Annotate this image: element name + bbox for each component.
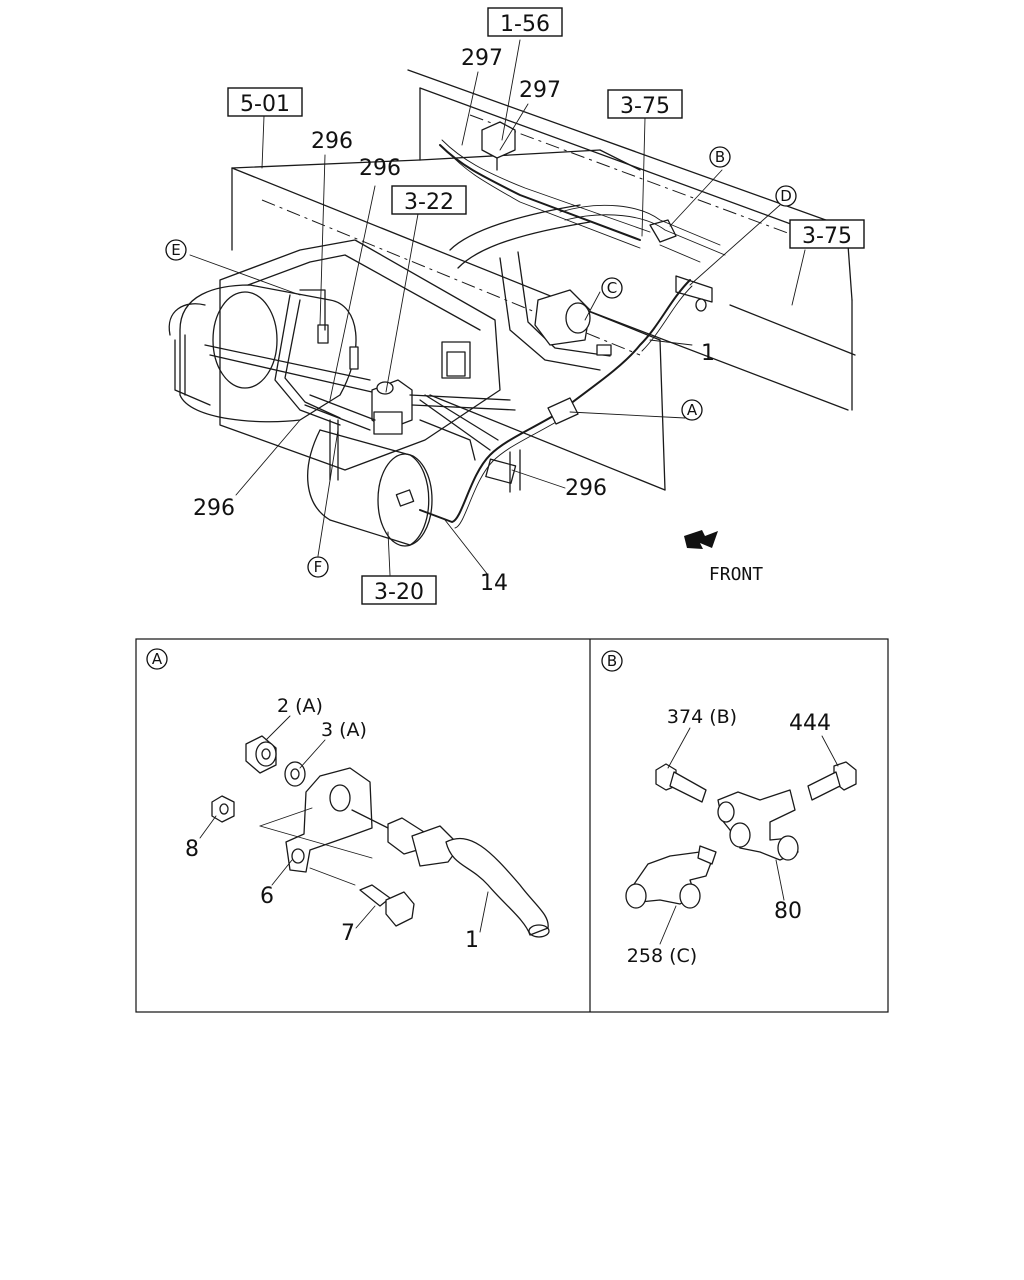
part-label-297-b: 297	[519, 78, 561, 103]
ref-label-3-75-upper: 3-75	[620, 94, 670, 119]
part-label-297-a: 297	[461, 46, 503, 71]
ref-label-3-75-right: 3-75	[802, 224, 852, 249]
svg-text:B: B	[715, 148, 725, 166]
callout-e: E	[165, 239, 187, 261]
part-label-296-d: 296	[565, 476, 607, 501]
part-label-296-b: 296	[359, 156, 401, 181]
detail-a-label-7: 7	[341, 921, 355, 946]
detail-a-label-8: 8	[185, 837, 199, 862]
main-assembly-drawing	[168, 39, 856, 576]
detail-a-panel: A	[146, 648, 550, 938]
svg-text:C: C	[607, 279, 617, 297]
ref-label-3-22: 3-22	[404, 190, 454, 215]
detail-a-label-3: 3 (A)	[321, 719, 367, 741]
part-label-296-a: 296	[311, 129, 353, 154]
front-arrow-icon	[684, 530, 718, 549]
part-label-14: 14	[480, 571, 508, 596]
detail-a-label-6: 6	[260, 884, 274, 909]
ref-label-3-20: 3-20	[374, 580, 424, 605]
callout-c: C	[601, 277, 623, 299]
detail-b-label-374: 374 (B)	[667, 706, 737, 728]
ref-box-3-20	[361, 575, 437, 605]
detail-b-panel: B	[601, 650, 857, 945]
detail-a-tag: A	[146, 648, 168, 670]
front-direction-label: FRONT	[709, 564, 763, 585]
callout-f: F	[307, 556, 329, 578]
ref-box-1-56	[487, 7, 563, 37]
detail-b-tag: B	[601, 650, 623, 672]
callout-a: A	[681, 399, 703, 421]
svg-text:A: A	[687, 401, 698, 419]
ref-label-1-56: 1-56	[500, 12, 550, 37]
detail-b-label-444: 444	[789, 711, 831, 736]
detail-b-label-80: 80	[774, 899, 802, 924]
callout-b: B	[709, 146, 731, 168]
part-label-296-c: 296	[193, 496, 235, 521]
ref-label-5-01: 5-01	[240, 92, 290, 117]
svg-text:D: D	[780, 187, 792, 205]
detail-b-label-258: 258 (C)	[627, 945, 697, 967]
detail-a-label-2: 2 (A)	[277, 695, 323, 717]
detail-a-label-1: 1	[465, 928, 479, 953]
ref-box-3-22	[391, 185, 467, 215]
ref-box-5-01	[227, 87, 303, 117]
svg-text:E: E	[171, 241, 180, 259]
part-label-1: 1	[701, 341, 715, 366]
ref-box-3-75-right	[789, 219, 865, 249]
svg-text:A: A	[152, 650, 163, 668]
callout-d: D	[775, 185, 797, 207]
detail-panels-frame	[135, 638, 889, 1013]
svg-text:B: B	[607, 652, 617, 670]
svg-text:F: F	[314, 558, 323, 576]
ref-box-3-75-upper	[607, 89, 683, 119]
